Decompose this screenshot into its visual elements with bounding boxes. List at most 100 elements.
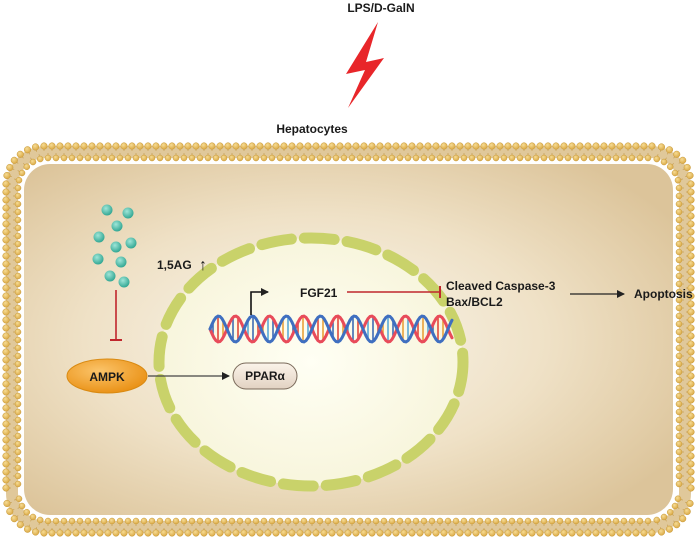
lipid-head (88, 142, 96, 150)
dna-strand (208, 314, 454, 344)
lipid-head (140, 517, 148, 525)
lipid-head (336, 529, 344, 537)
lipid-head (416, 142, 424, 150)
lipid-head (352, 529, 360, 537)
lipid-head (228, 154, 236, 162)
lipid-head (14, 408, 22, 416)
lipid-head (348, 154, 356, 162)
lipid-head (675, 248, 683, 256)
lipid-head (687, 380, 695, 388)
lipid-head (296, 529, 304, 537)
lipid-head (14, 264, 22, 272)
lipid-head (324, 517, 332, 525)
caspase-label: Cleaved Caspase-3 (446, 279, 556, 293)
lipid-head (64, 142, 72, 150)
lipid-head (671, 502, 679, 510)
lipid-head (512, 142, 520, 150)
lipid-head (14, 448, 22, 456)
lipid-head (72, 142, 80, 150)
lipid-head (308, 517, 316, 525)
lipid-head (683, 163, 691, 172)
lipid-head (675, 432, 683, 440)
lipid-head (2, 436, 10, 444)
lipid-head (580, 517, 588, 525)
lipid-head (675, 400, 683, 408)
lipid-head (328, 142, 336, 150)
lipid-head (408, 142, 416, 150)
lipid-head (628, 517, 636, 525)
lipid-head (424, 142, 432, 150)
lipid-head (160, 529, 168, 537)
lipid-head (679, 156, 687, 164)
lipid-head (508, 154, 516, 162)
lipid-head (232, 529, 240, 537)
lipid-head (687, 444, 695, 452)
lipid-head (248, 142, 256, 150)
lipid-head (568, 142, 576, 150)
lipid-head (260, 154, 268, 162)
lipid-head (2, 372, 10, 380)
lipid-head (436, 517, 444, 525)
lipid-head (653, 516, 661, 524)
lipid-head (276, 154, 284, 162)
lipid-head (148, 154, 156, 162)
lipid-head (3, 499, 11, 508)
lipid-head (492, 154, 500, 162)
lipid-head (36, 516, 44, 524)
lipid-head (160, 142, 168, 150)
lipid-head (686, 171, 694, 180)
lipid-head (300, 517, 308, 525)
lipid-head (392, 529, 400, 537)
lipid-head (540, 517, 548, 525)
lipid-head (316, 154, 324, 162)
lipid-head (600, 142, 608, 150)
lipid-head (675, 256, 683, 264)
lipid-head (84, 517, 92, 525)
lipid-head (376, 529, 384, 537)
lipid-head (675, 264, 683, 272)
lipid-head (436, 154, 444, 162)
lipid-head (14, 392, 22, 400)
lipid-head (544, 142, 552, 150)
lipid-head (124, 517, 132, 525)
lipid-head (2, 388, 10, 396)
lipid-head (184, 529, 192, 537)
lipid-head (10, 515, 18, 523)
lipid-head (200, 529, 208, 537)
lipid-head (384, 529, 392, 537)
lipid-head (592, 529, 600, 537)
lipid-head (392, 142, 400, 150)
lipid-head (675, 472, 683, 480)
lipid-head (120, 529, 128, 537)
lipid-head (560, 142, 568, 150)
lipid-head (208, 529, 216, 537)
dna-strand (208, 314, 454, 344)
lipid-head (14, 352, 22, 360)
lipid-head (14, 240, 22, 248)
lipid-head (84, 154, 92, 162)
lipid-head (620, 154, 628, 162)
lipid-head (675, 416, 683, 424)
lipid-head (112, 142, 120, 150)
lipid-head (2, 228, 10, 236)
lipid-head (14, 480, 22, 488)
lipid-head (2, 356, 10, 364)
lipid-head (2, 444, 10, 452)
lipid-head (60, 517, 68, 525)
lipid-head (2, 284, 10, 292)
lipid-head (687, 220, 695, 228)
lipid-head (640, 529, 648, 537)
lipid-head (156, 154, 164, 162)
lipid-head (244, 517, 252, 525)
lipid-head (687, 212, 695, 220)
lipid-head (356, 517, 364, 525)
lipid-head (520, 142, 528, 150)
lipid-head (268, 517, 276, 525)
lipid-head (372, 154, 380, 162)
lipid-head (675, 408, 683, 416)
lipid-head (48, 142, 56, 150)
lipid-head (2, 188, 10, 196)
lipid-head (687, 308, 695, 316)
lipid-head (2, 180, 10, 188)
lipid-head (236, 154, 244, 162)
